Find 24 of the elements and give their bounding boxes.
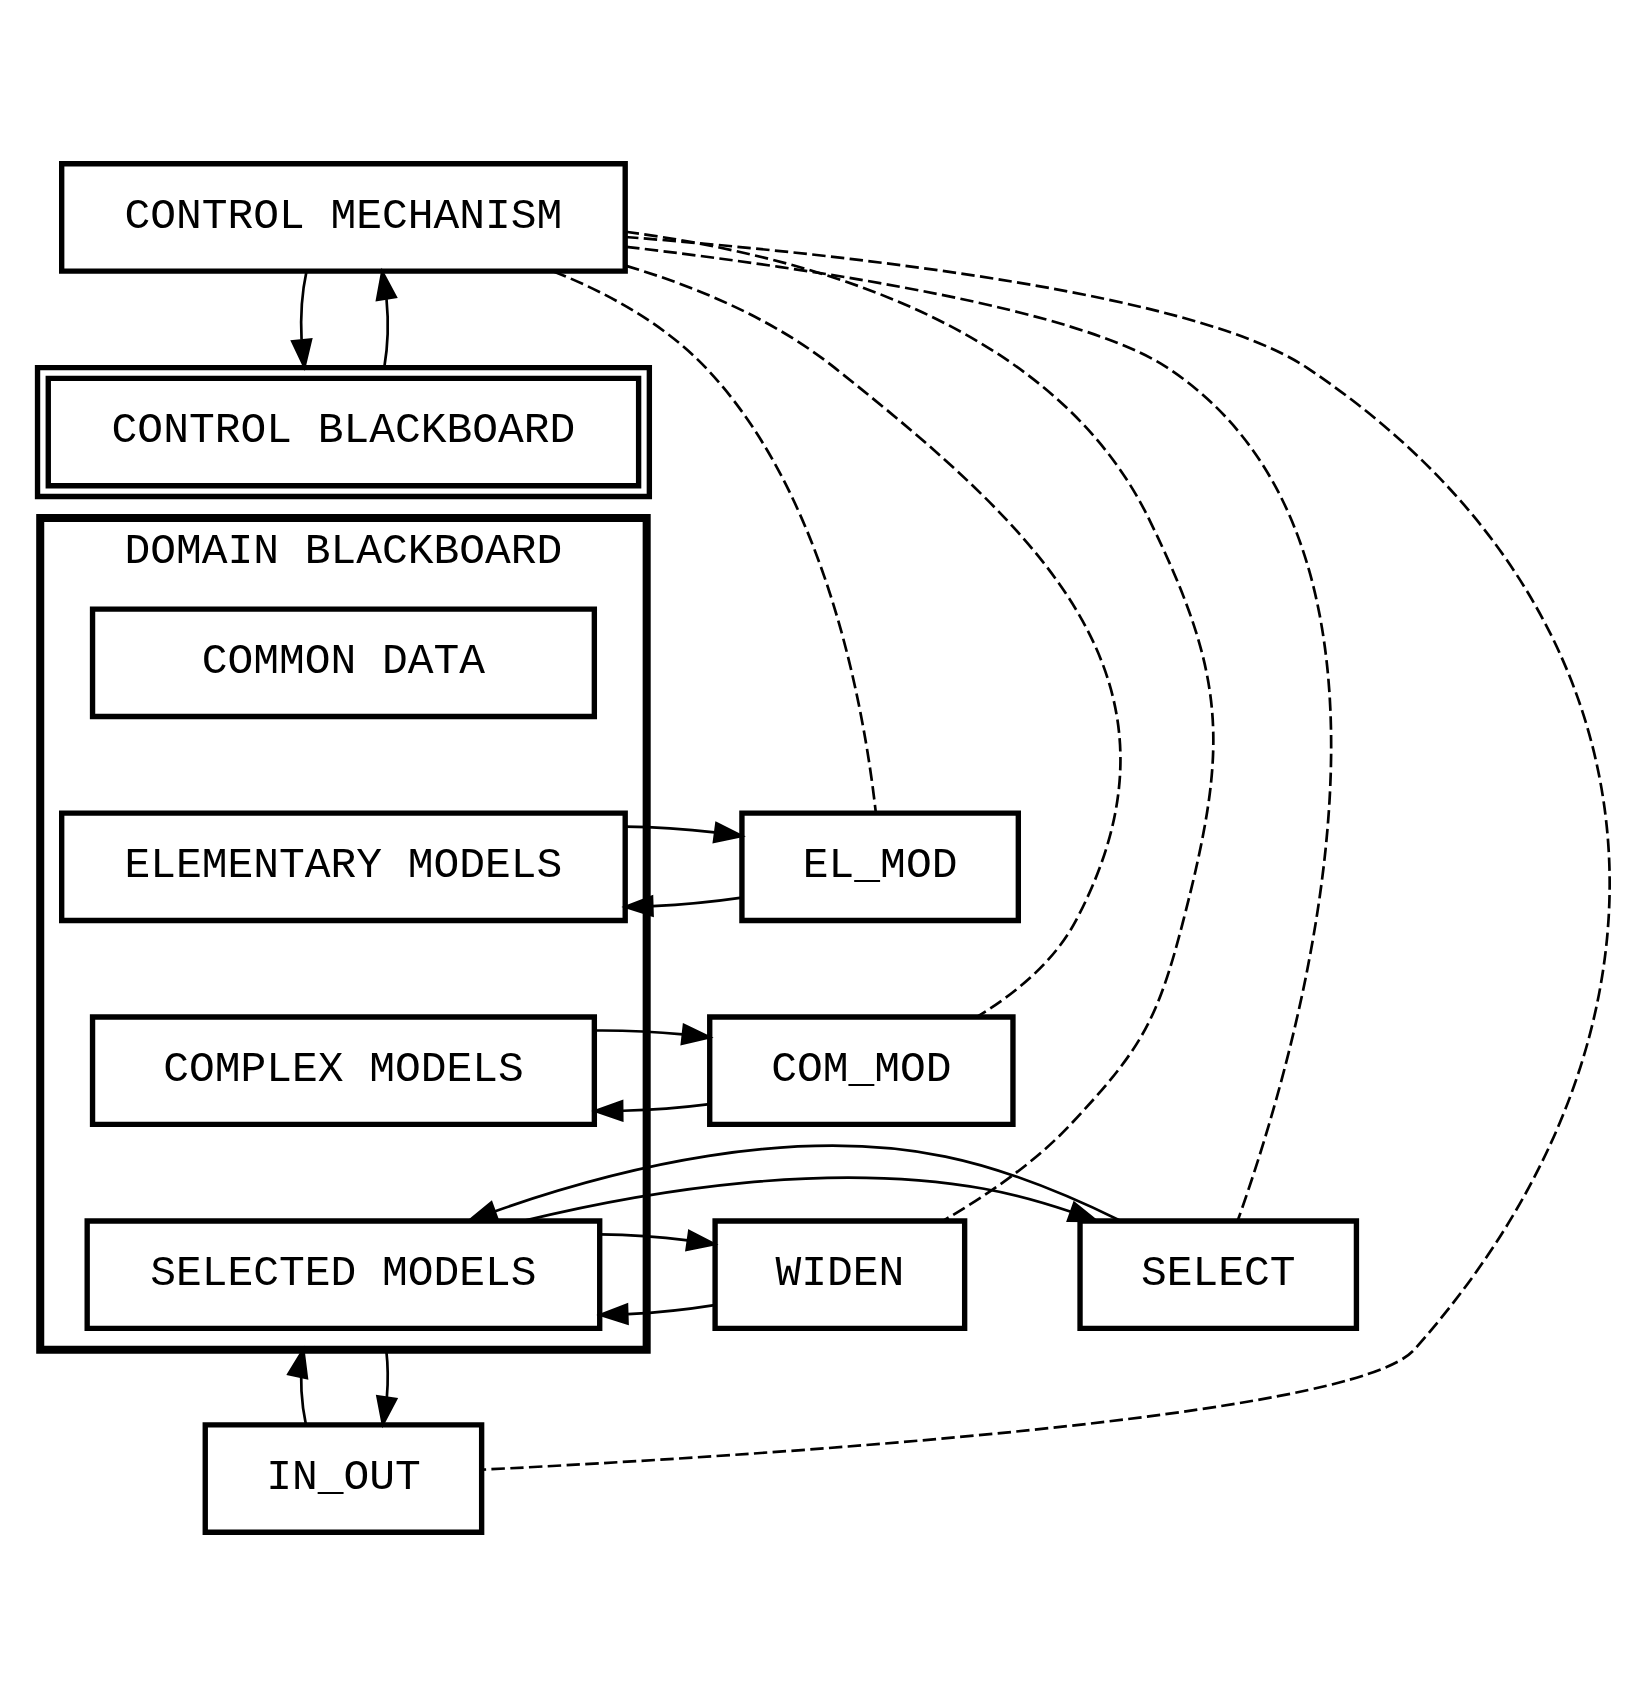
arrow [621,894,742,917]
arrow [600,1228,719,1251]
node-box: WIDEN [712,1217,968,1331]
connector [625,229,1215,1222]
node-box: COMMON DATA [89,606,598,719]
node-box: ELEMENTARY MODELS [59,809,628,923]
node-box: IN_OUT [202,1421,485,1535]
connector [552,269,878,813]
arrow [595,1022,714,1045]
node-box: CONTROL MECHANISM [59,160,628,274]
connector [626,245,1332,1221]
connector [482,235,1610,1471]
node-box: SELECT [1077,1217,1360,1331]
arrow [591,1098,710,1122]
arrow [625,820,746,844]
node-box: CONTROL BLACKBOARD [34,364,653,499]
arrow [596,1302,715,1325]
node-box: SELECTED MODELS [84,1217,603,1331]
node-box: COM_MOD [707,1013,1016,1127]
node-box: EL_MOD [739,809,1021,923]
arrow [375,267,398,367]
arrow [290,271,313,371]
connector [625,264,1122,1017]
node-box: COMPLEX MODELS [89,1013,598,1127]
